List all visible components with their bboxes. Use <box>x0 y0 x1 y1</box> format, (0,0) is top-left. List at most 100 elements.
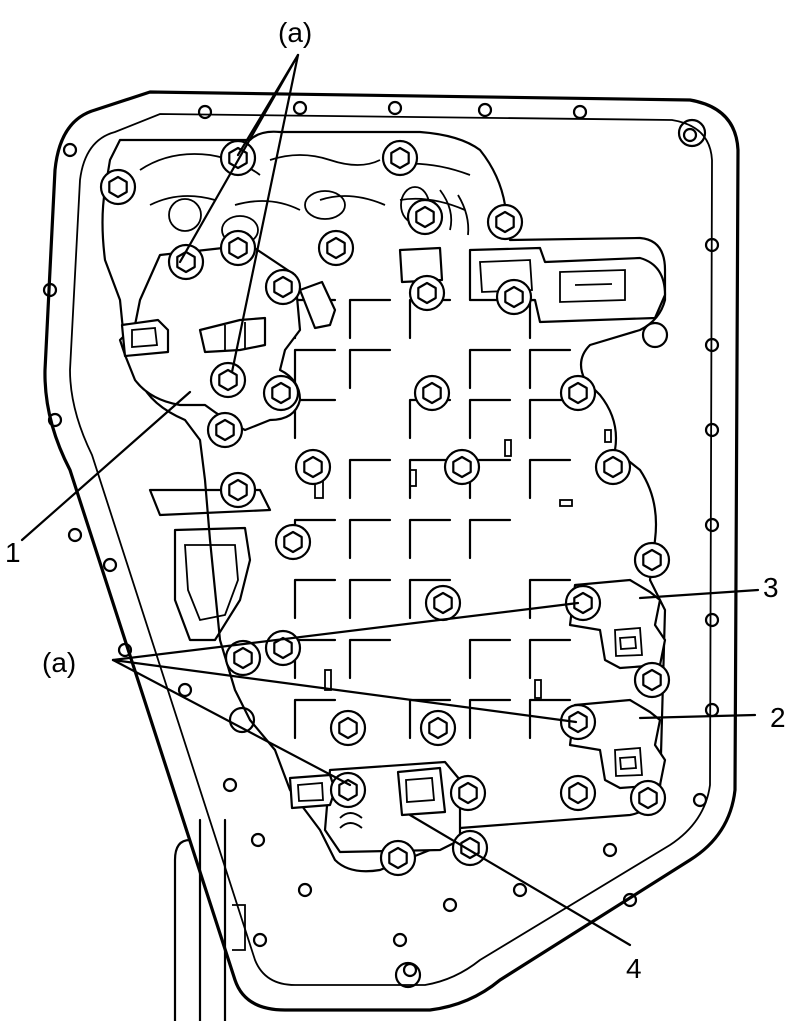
bolt-flange <box>167 243 205 281</box>
channel-cell <box>348 518 392 560</box>
bolt-head <box>326 236 346 260</box>
case-dowel <box>641 321 669 349</box>
bolt-flange <box>559 374 597 412</box>
bolt-flange <box>564 584 602 622</box>
bolt-flange <box>206 411 244 449</box>
bolt-flange <box>99 168 137 206</box>
channel-slot <box>504 439 512 457</box>
callout-labels: (a) (a) 1 3 2 4 <box>5 17 786 984</box>
channel-cell <box>528 638 572 680</box>
callout-a-left: (a) <box>42 647 76 678</box>
bolt-head <box>388 846 408 870</box>
bolt-head <box>433 591 453 615</box>
bolt-head <box>573 591 593 615</box>
bolt-head <box>568 381 588 405</box>
case-hole <box>704 237 720 253</box>
bolt-head <box>108 175 128 199</box>
channel-cell <box>408 518 452 560</box>
case-dowel <box>228 706 256 734</box>
case-hole <box>512 882 528 898</box>
bolt-head <box>458 781 478 805</box>
case-hole <box>682 127 698 143</box>
bolt-head <box>504 285 524 309</box>
case-hole <box>477 102 493 118</box>
bolt-head <box>233 646 253 670</box>
bolt-head <box>303 455 323 479</box>
channel-cell <box>528 578 572 620</box>
channel-cell <box>293 578 337 620</box>
channel-cell <box>293 398 337 440</box>
case-dowel <box>677 118 707 148</box>
bolt-flange <box>419 709 457 747</box>
case-hole <box>197 104 213 120</box>
channel-cell <box>348 638 392 680</box>
bolt-flange <box>633 661 671 699</box>
bolt-head <box>176 250 196 274</box>
bolt-head <box>271 381 291 405</box>
bolt-flange <box>486 203 524 241</box>
channel-slot <box>324 669 332 691</box>
channel-cell <box>528 458 572 500</box>
channel-cell <box>468 698 512 740</box>
case-hole <box>602 842 618 858</box>
wire-connector <box>398 246 667 324</box>
case-hole <box>42 282 58 298</box>
case-hole <box>252 932 268 948</box>
channel-cell <box>468 348 512 390</box>
case-hole <box>67 527 83 543</box>
bolt-flange <box>209 361 247 399</box>
callout-2: 2 <box>770 702 786 733</box>
bolt-head <box>568 710 588 734</box>
transmission-case-outline <box>43 90 740 1023</box>
bolt-head <box>428 716 448 740</box>
channel-cell <box>348 348 392 390</box>
case-hole <box>704 702 720 718</box>
bolt-head <box>603 455 623 479</box>
case-hole <box>297 882 313 898</box>
bolt-flange <box>219 139 257 177</box>
case-hole <box>704 422 720 438</box>
bolt-head <box>273 636 293 660</box>
bolt-head <box>228 478 248 502</box>
case-hole <box>222 777 238 793</box>
bolt-head <box>338 778 358 802</box>
channel-slot <box>604 429 612 443</box>
callout-a-top: (a) <box>278 17 312 48</box>
bolt-head <box>283 530 303 554</box>
bolt-flange <box>408 274 446 312</box>
solenoid-4 <box>288 760 462 854</box>
bolt-flange <box>219 229 257 267</box>
bolt-flange <box>329 771 367 809</box>
bolt-head <box>568 781 588 805</box>
bolt-flange <box>424 584 462 622</box>
case-hole <box>47 412 63 428</box>
case-hole <box>292 100 308 116</box>
bolt-head <box>338 716 358 740</box>
case-hole <box>704 612 720 628</box>
valve-body-channels <box>293 298 612 740</box>
channel-cell <box>468 518 512 560</box>
channel-slot <box>409 469 417 487</box>
bolt-head <box>642 668 662 692</box>
valve-body-bolts <box>99 139 671 877</box>
case-hole <box>102 557 118 573</box>
bolt-flange <box>274 523 312 561</box>
case-hole <box>250 832 266 848</box>
bolt-flange <box>317 229 355 267</box>
bolt-head <box>642 548 662 572</box>
bolt-head <box>422 381 442 405</box>
channel-slot <box>559 499 573 507</box>
case-hole <box>622 892 638 908</box>
channel-cell <box>348 578 392 620</box>
bolt-head <box>273 275 293 299</box>
bolt-flange <box>406 198 444 236</box>
case-hole <box>704 337 720 353</box>
bolt-head <box>638 786 658 810</box>
bolt-flange <box>264 629 302 667</box>
case-hole <box>62 142 78 158</box>
case-hole <box>392 932 408 948</box>
channel-cell <box>468 638 512 680</box>
channel-cell <box>348 458 392 500</box>
